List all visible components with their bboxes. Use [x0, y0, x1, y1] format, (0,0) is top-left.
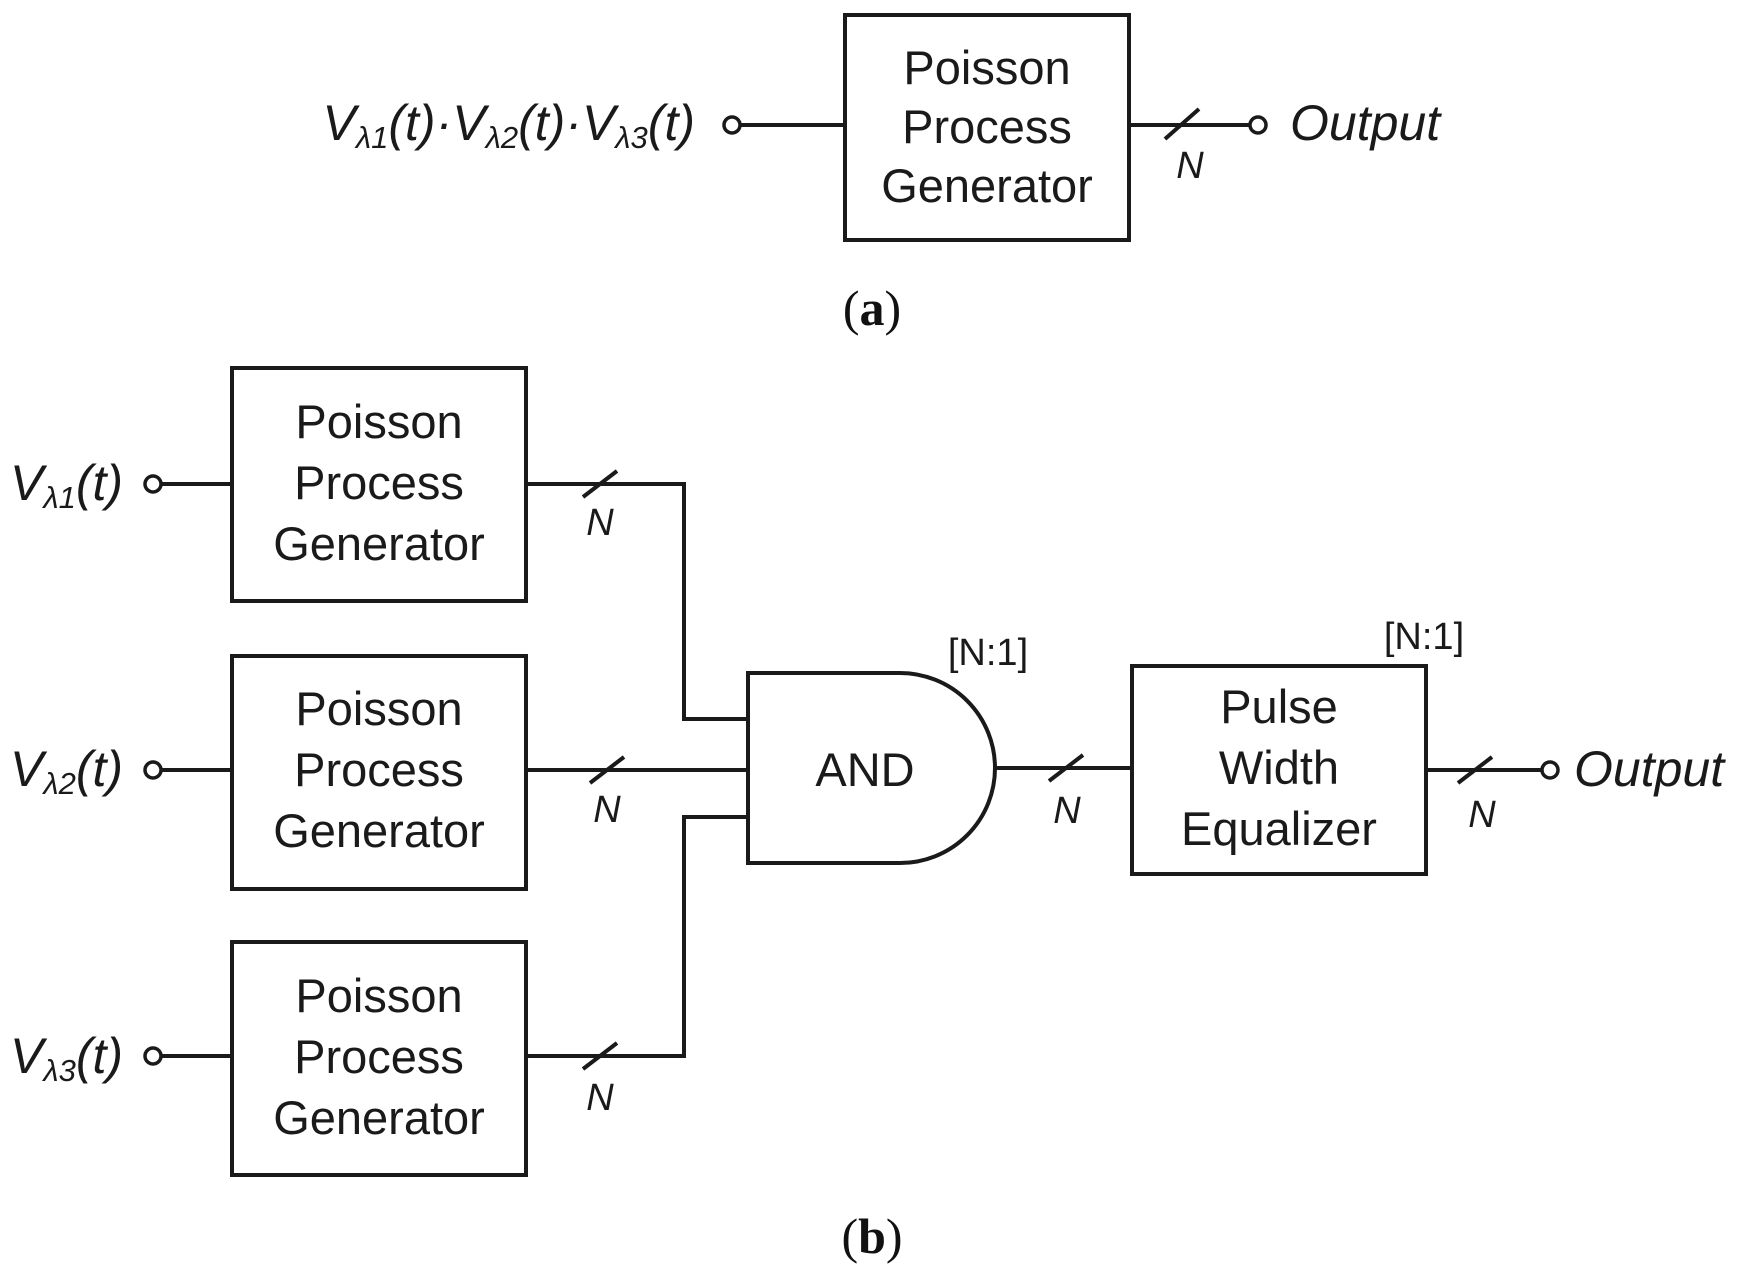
- panel-a-caption: (a): [843, 280, 901, 336]
- and-gate-shape: [746, 671, 997, 865]
- and-output-bus-slash: [1047, 753, 1085, 783]
- generator-3-line3: Generator: [273, 1091, 485, 1144]
- generator-1-line1: Poisson: [295, 395, 462, 448]
- input-label-2: Vλ2(t): [10, 741, 123, 801]
- generator-1-line2: Process: [294, 456, 464, 509]
- panel-b: Vλ1(t) Poisson Process Generator N Vλ2(t…: [10, 366, 1726, 1264]
- equalizer-ratio-label: [N:1]: [1384, 616, 1464, 658]
- panel-a-input-label: Vλ1(t)·Vλ2(t)·Vλ3(t): [323, 95, 695, 155]
- panel-b-caption: (b): [841, 1208, 902, 1264]
- generator-2-line2: Process: [294, 743, 464, 796]
- input-label-3: Vλ3(t): [10, 1028, 123, 1088]
- input-terminal-3: [143, 1046, 163, 1066]
- equalizer-line1: Pulse: [1220, 680, 1338, 733]
- and-gate: AND [N:1] N: [746, 632, 1132, 865]
- poisson-generator-1-box: [230, 366, 528, 603]
- input-label-1: Vλ1(t): [10, 455, 123, 515]
- generator-2-bus-label: N: [593, 789, 621, 831]
- generator-1-line3: Generator: [273, 517, 485, 570]
- generator-3-line1: Poisson: [295, 969, 462, 1022]
- equalizer-line2: Width: [1219, 741, 1339, 794]
- generator-1-to-and-wire: [526, 482, 748, 721]
- panel-a: Vλ1(t)·Vλ2(t)·Vλ3(t) Poisson Process Gen…: [323, 13, 1442, 336]
- panel-a-input-terminal: [722, 115, 742, 135]
- generator-2-line3: Generator: [273, 804, 485, 857]
- input-terminal-1: [143, 474, 163, 494]
- poisson-generator-3: Vλ3(t) Poisson Process Generator N: [10, 815, 748, 1177]
- equalizer-line3: Equalizer: [1181, 802, 1377, 855]
- generator-1-bus-label: N: [586, 502, 614, 544]
- panel-a-poisson-generator-box: [843, 13, 1131, 242]
- equalizer-output-bus-slash: [1456, 755, 1494, 785]
- generator-2-line1: Poisson: [295, 682, 462, 735]
- panel-a-bus-width-label: N: [1176, 145, 1204, 187]
- poisson-generator-3-box: [230, 940, 528, 1177]
- poisson-generator-2-box: [230, 654, 528, 891]
- equalizer-output-bus-label: N: [1468, 794, 1496, 836]
- generator-2-bus-slash: [588, 755, 626, 785]
- panel-b-output-label: Output: [1574, 741, 1726, 797]
- panel-b-output-terminal: [1540, 760, 1560, 780]
- panel-a-generator-line1: Poisson: [903, 41, 1070, 94]
- panel-a-generator-line3: Generator: [881, 159, 1093, 212]
- and-gate-label: AND: [815, 743, 914, 796]
- panel-a-bus-slash: [1163, 107, 1201, 141]
- panel-a-generator-line2: Process: [902, 100, 1072, 153]
- panel-a-output-terminal: [1248, 115, 1268, 135]
- poisson-generator-2: Vλ2(t) Poisson Process Generator N: [10, 654, 748, 891]
- generator-1-bus-slash: [581, 469, 619, 499]
- generator-3-bus-slash: [581, 1041, 619, 1071]
- generator-3-line2: Process: [294, 1030, 464, 1083]
- poisson-generator-1: Vλ1(t) Poisson Process Generator N: [10, 366, 748, 721]
- generator-3-to-and-wire: [526, 815, 748, 1058]
- and-output-bus-label: N: [1053, 790, 1081, 832]
- input-terminal-2: [143, 760, 163, 780]
- and-gate-ratio-label: [N:1]: [948, 632, 1028, 674]
- panel-a-output-label: Output: [1290, 95, 1442, 151]
- generator-3-bus-label: N: [586, 1077, 614, 1119]
- pulse-width-equalizer-box: [1130, 664, 1428, 876]
- pulse-width-equalizer: Pulse Width Equalizer [N:1] N Output: [1130, 616, 1726, 876]
